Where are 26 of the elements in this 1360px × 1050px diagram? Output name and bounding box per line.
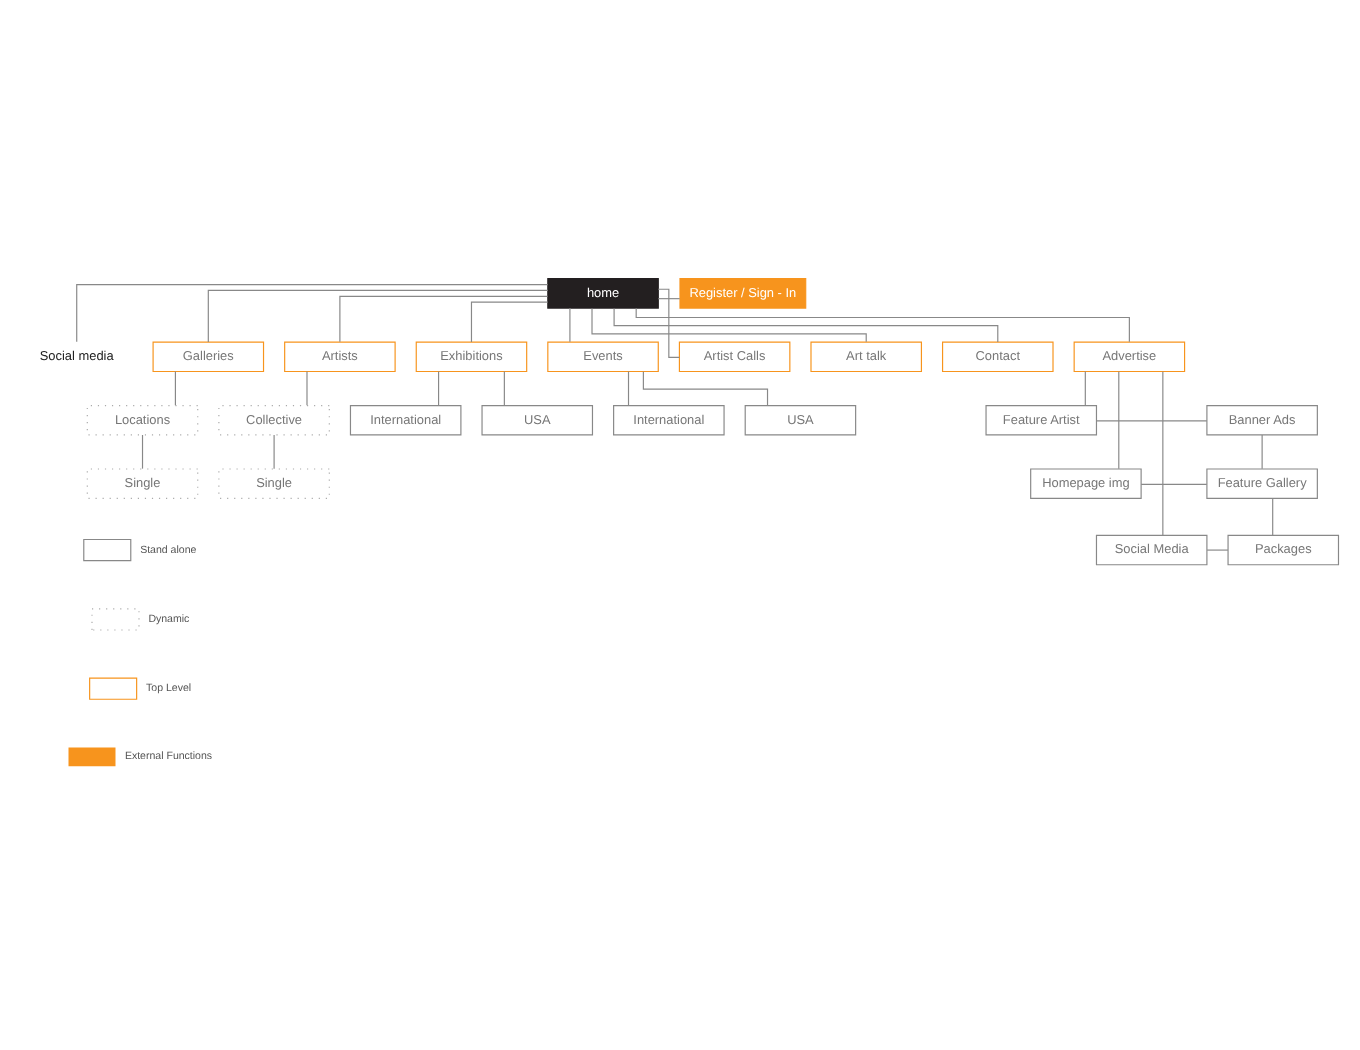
connector bbox=[657, 297, 681, 299]
connector bbox=[1272, 496, 1274, 535]
connector bbox=[591, 306, 867, 342]
connector bbox=[1162, 370, 1164, 535]
connector bbox=[635, 306, 1130, 342]
connector bbox=[470, 300, 549, 342]
connector bbox=[438, 369, 440, 405]
connector bbox=[1084, 369, 1086, 405]
connector bbox=[1140, 482, 1208, 484]
connector bbox=[642, 370, 769, 405]
connector bbox=[613, 306, 999, 342]
connector bbox=[1118, 370, 1120, 469]
connector bbox=[1096, 419, 1208, 421]
connector bbox=[627, 369, 630, 405]
connector bbox=[76, 283, 549, 342]
connector bbox=[339, 294, 549, 342]
connector bbox=[569, 306, 571, 342]
connector bbox=[1206, 548, 1229, 550]
connector bbox=[273, 433, 275, 469]
connector bbox=[174, 369, 176, 405]
connector bbox=[207, 288, 549, 342]
connector bbox=[141, 433, 144, 469]
connector bbox=[503, 369, 505, 405]
connector bbox=[657, 287, 680, 357]
connector bbox=[306, 369, 308, 405]
connector bbox=[1261, 433, 1263, 469]
